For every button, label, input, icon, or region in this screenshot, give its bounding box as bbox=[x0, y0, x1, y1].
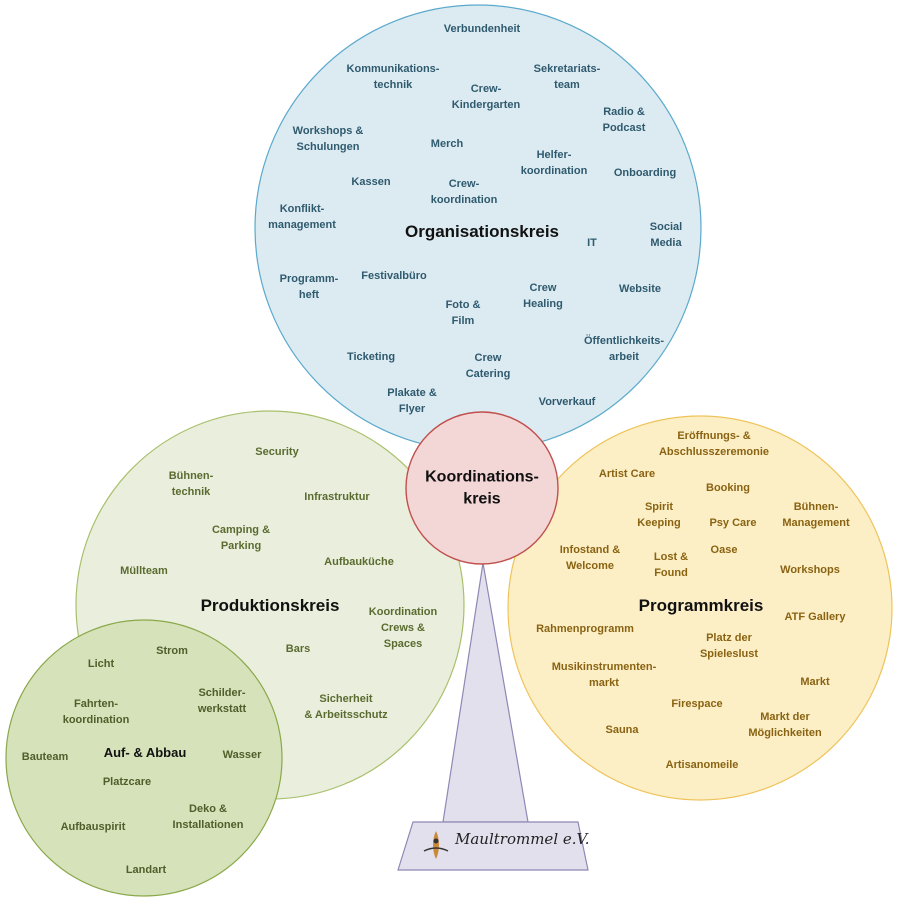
prog-item-spirit-keeping: Spirit Keeping bbox=[637, 501, 681, 529]
prog-item-oase: Oase bbox=[710, 544, 738, 557]
org-item-website: Website bbox=[619, 283, 661, 296]
aufabbau-title: Auf- & Abbau bbox=[103, 745, 187, 761]
organisationskreis-title: Organisationskreis bbox=[404, 221, 560, 241]
prog-item-infostand-welcome: Infostand & Welcome bbox=[559, 544, 621, 572]
auf-item-schilderwerkstatt: Schilder- werkstatt bbox=[197, 687, 247, 715]
prog-item-sauna: Sauna bbox=[605, 724, 639, 737]
prog-item-buehnenmanagement: Bühnen- Management bbox=[782, 501, 850, 529]
org-item-social-media: Social Media bbox=[649, 221, 683, 249]
org-item-programmheft: Programm- heft bbox=[279, 273, 339, 301]
logo-icon bbox=[423, 831, 449, 859]
org-item-ticketing: Ticketing bbox=[346, 351, 396, 364]
prog-item-booking: Booking bbox=[706, 482, 750, 495]
prog-item-psy-care: Psy Care bbox=[709, 517, 757, 530]
org-item-helferkoordination: Helfer- koordination bbox=[520, 149, 588, 177]
prog-item-artist-care: Artist Care bbox=[598, 468, 656, 481]
prod-item-infrastruktur: Infrastruktur bbox=[304, 491, 370, 504]
org-item-it: IT bbox=[587, 237, 597, 250]
org-item-vorverkauf: Vorverkauf bbox=[538, 396, 596, 409]
prod-item-camping-parking: Camping & Parking bbox=[211, 524, 271, 552]
auf-item-wasser: Wasser bbox=[222, 749, 262, 762]
auf-item-deko-installationen: Deko & Installationen bbox=[172, 803, 244, 831]
auf-item-licht: Licht bbox=[87, 658, 115, 671]
org-item-festivalbuero: Festivalbüro bbox=[361, 270, 427, 283]
programmkreis-circle bbox=[507, 415, 893, 801]
prod-item-muellteam: Müllteam bbox=[120, 565, 168, 578]
auf-item-platzcare: Platzcare bbox=[102, 776, 152, 789]
org-item-kassen: Kassen bbox=[351, 176, 391, 189]
org-item-crew-healing: Crew Healing bbox=[523, 282, 563, 310]
prog-item-atf-gallery: ATF Gallery bbox=[784, 611, 846, 624]
auf-item-strom: Strom bbox=[156, 645, 188, 658]
org-item-konfliktmanagement: Konflikt- management bbox=[268, 203, 336, 231]
org-item-crew-kindergarten: Crew- Kindergarten bbox=[451, 83, 521, 111]
prod-item-security: Security bbox=[255, 446, 299, 459]
prod-item-koordination-crews-spaces: Koordination Crews & Spaces bbox=[368, 606, 438, 650]
org-item-sekretariatsteam: Sekretariats- team bbox=[533, 63, 601, 91]
prod-item-sicherheit-arbeitsschutz: Sicherheit & Arbeitsschutz bbox=[304, 693, 388, 721]
produktionskreis-title: Produktionskreis bbox=[200, 595, 340, 615]
org-item-onboarding: Onboarding bbox=[613, 167, 677, 180]
prod-item-buehnentechnik: Bühnen- technik bbox=[168, 470, 214, 498]
prog-item-lost-found: Lost & Found bbox=[653, 551, 689, 579]
programmkreis-title: Programmkreis bbox=[638, 595, 764, 615]
prog-item-artisanomeile: Artisanomeile bbox=[665, 759, 739, 772]
aufabbau-circle bbox=[5, 619, 283, 897]
prog-item-markt-der-moeglichkeiten: Markt der Möglichkeiten bbox=[748, 711, 822, 739]
prod-item-aufbaukueche: Aufbauküche bbox=[324, 556, 394, 569]
auf-item-bauteam: Bauteam bbox=[21, 751, 69, 764]
prog-item-markt: Markt bbox=[800, 676, 830, 689]
org-item-plakate-flyer: Plakate & Flyer bbox=[387, 387, 437, 415]
org-item-merch: Merch bbox=[430, 138, 464, 151]
koordinationskreis-circle bbox=[405, 411, 559, 565]
logo-base bbox=[397, 821, 589, 871]
org-item-crew-koordination: Crew- koordination bbox=[430, 178, 498, 206]
org-item-foto-film: Foto & Film bbox=[445, 299, 481, 327]
org-item-oeffentlichkeitsarbeit: Öffentlichkeits- arbeit bbox=[583, 335, 665, 363]
org-item-radio-podcast: Radio & Podcast bbox=[602, 106, 646, 134]
koordinationskreis-title: Koordinations- kreis bbox=[425, 468, 539, 507]
logo-text: Maultrommel e.V. bbox=[455, 830, 590, 848]
org-item-workshops-schulungen: Workshops & Schulungen bbox=[292, 125, 364, 153]
prog-item-platz-der-spieleslust: Platz der Spieleslust bbox=[699, 632, 759, 660]
org-item-crew-catering: Crew Catering bbox=[465, 352, 511, 380]
auf-item-aufbauspirit: Aufbauspirit bbox=[60, 821, 126, 834]
prod-item-bars: Bars bbox=[285, 643, 311, 656]
org-item-verbundenheit: Verbundenheit bbox=[443, 23, 521, 36]
prog-item-eroeffnungszeremonie: Eröffnungs- & Abschlusszeremonie bbox=[658, 430, 770, 458]
prog-item-workshops: Workshops bbox=[780, 564, 840, 577]
prog-item-musikinstrumentenmarkt: Musikinstrumenten- markt bbox=[551, 661, 657, 689]
prog-item-rahmenprogramm: Rahmenprogramm bbox=[536, 623, 634, 636]
org-item-kommunikationstechnik: Kommunikations- technik bbox=[346, 63, 440, 91]
prog-item-firespace: Firespace bbox=[671, 698, 723, 711]
auf-item-landart: Landart bbox=[125, 864, 167, 877]
auf-item-fahrtenkoordination: Fahrten- koordination bbox=[62, 698, 130, 726]
